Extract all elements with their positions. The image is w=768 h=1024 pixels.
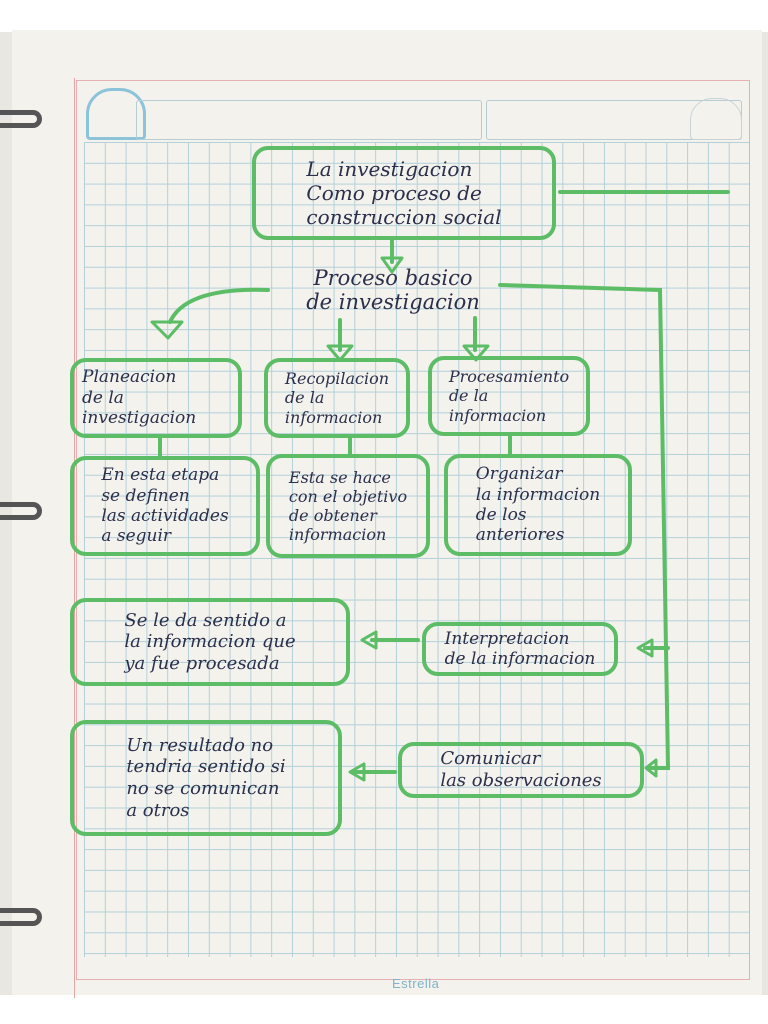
arrowhead-planeacion — [150, 320, 184, 340]
page-margin-line — [74, 78, 75, 998]
node-interpretacion: Interpretacion de la informacion — [422, 622, 618, 676]
page-border — [76, 80, 750, 980]
arrowhead-procesamiento — [462, 344, 490, 362]
arrowhead-recopilacion — [326, 344, 354, 362]
arrowhead-process — [380, 256, 404, 274]
binder-ring-top — [0, 110, 42, 128]
node-interpretacion-desc: Se le da sentido a la informacion que ya… — [70, 598, 350, 686]
node-comunicar-desc: Un resultado no tendria sentido si no se… — [70, 720, 342, 836]
arrowhead-interpretacion-desc — [360, 630, 378, 650]
photo-background-top — [0, 0, 768, 32]
node-recopilacion-desc: Esta se hace con el objetivo de obtener … — [266, 454, 430, 558]
process-left-branch — [168, 287, 270, 324]
node-root: La investigacion Como proceso de constru… — [252, 146, 556, 240]
node-planeacion: Planeacion de la investigacion — [70, 358, 242, 438]
arrowhead-comunicar-desc — [348, 762, 366, 782]
arrowhead-interpretacion — [636, 638, 654, 658]
header-tab-shape — [86, 88, 146, 140]
photo-background-bottom — [0, 995, 768, 1024]
header-field-left — [136, 100, 482, 140]
node-procesamiento-desc: Organizar la informacion de los anterior… — [444, 454, 632, 556]
node-process: Proceso basico de investigacion — [306, 266, 480, 315]
node-procesamiento: Procesamiento de la informacion — [428, 356, 590, 436]
brand-logo-text: Estrella — [392, 976, 440, 991]
binder-ring-middle — [0, 502, 42, 520]
node-planeacion-desc: En esta etapa se definen las actividades… — [70, 456, 260, 556]
node-recopilacion: Recopilacion de la informacion — [264, 358, 410, 438]
binder-ring-bottom — [0, 908, 42, 926]
arrowhead-comunicar — [644, 758, 658, 778]
header-tab-shape-right — [690, 98, 742, 140]
process-right-trunk — [498, 283, 671, 770]
node-comunicar: Comunicar las observaciones — [398, 742, 644, 798]
